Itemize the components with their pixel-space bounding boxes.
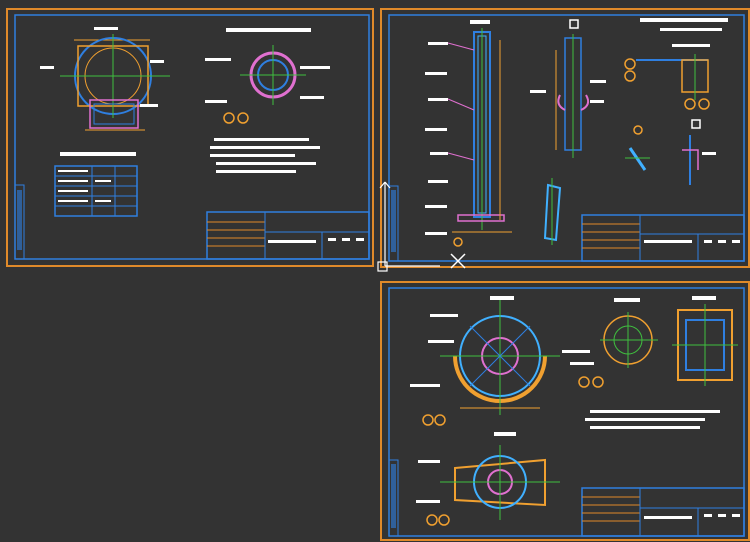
drawing-sheet-1[interactable] xyxy=(6,8,374,267)
title-block xyxy=(581,487,745,537)
title-block xyxy=(206,211,370,260)
drawing-sheet-2[interactable] xyxy=(380,8,750,268)
technical-notes-text xyxy=(210,138,320,173)
drawing-sheet-3[interactable] xyxy=(380,281,750,541)
gusset-detail-drawing xyxy=(543,119,716,245)
ucs-axis-icon xyxy=(377,181,440,272)
crosshair-cursor-icon xyxy=(450,253,466,269)
technical-notes-text xyxy=(585,410,720,429)
flange-detail-drawing xyxy=(40,27,170,131)
column-elevation-drawing xyxy=(425,20,512,247)
bracket-detail-drawing xyxy=(530,19,606,158)
ring-section-drawing xyxy=(205,28,330,124)
assembly-view-drawing xyxy=(416,432,560,526)
support-plate-drawing xyxy=(624,18,728,110)
title-block xyxy=(581,214,745,262)
specification-table xyxy=(54,152,138,217)
disc-detail-drawing xyxy=(562,298,658,388)
hub-section-drawing xyxy=(410,296,560,426)
cover-plate-drawing xyxy=(672,296,738,386)
